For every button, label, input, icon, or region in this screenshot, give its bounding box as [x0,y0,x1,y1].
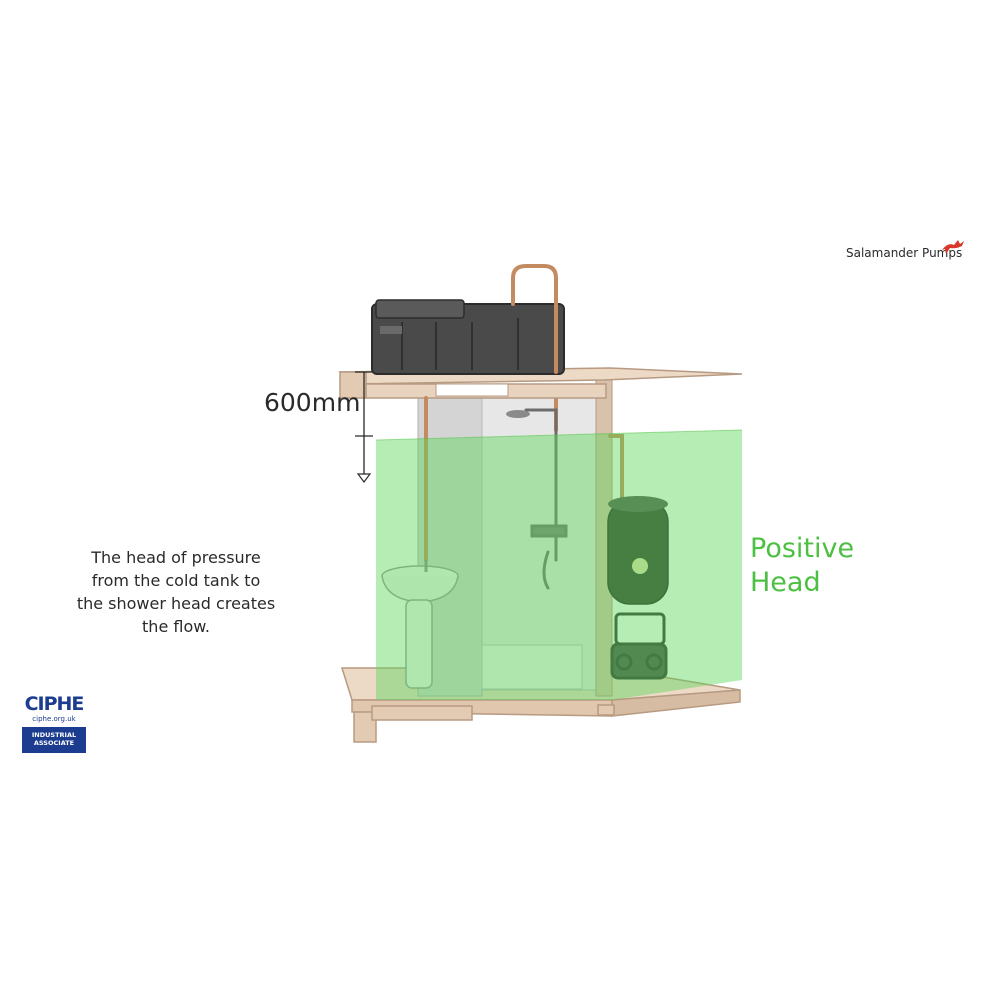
ciphe-band: INDUSTRIAL ASSOCIATE [22,727,86,753]
cold-water-tank [371,299,565,375]
ciphe-name: CIPHE [24,693,85,715]
shower-pump [610,612,668,680]
ciphe-band-line-1: INDUSTRIAL [31,731,77,739]
hot-water-cylinder [607,496,669,605]
room-walls [417,369,613,697]
ciphe-logo: CIPHE ciphe.org.uk INDUSTRIAL ASSOCIATE [22,693,86,759]
ciphe-band-line-2: ASSOCIATE [33,739,75,747]
positive-head-label: Positive Head [750,532,854,600]
brand-name: Salamander Pumps [846,246,963,260]
positive-head-zone [376,430,742,700]
caption-line-2: from the cold tank to [91,571,261,590]
ciphe-url: ciphe.org.uk [32,715,76,723]
positive-head-line-2: Head [750,567,821,598]
positive-head-line-1: Positive [750,533,855,564]
wash-basin [381,560,459,689]
measurement-indicator [355,371,373,474]
shower-head-icon [506,410,530,418]
caption-line-4: the flow. [142,617,210,636]
caption-line-3: the shower head creates [76,594,276,613]
diagram-caption: The head of pressure from the cold tank … [58,546,294,638]
down-arrow-icon [356,473,372,483]
measurement-label: 600mm [264,388,361,417]
caption-line-1: The head of pressure [91,548,261,567]
salamander-icon [942,240,964,254]
shower-fittings [524,408,568,590]
